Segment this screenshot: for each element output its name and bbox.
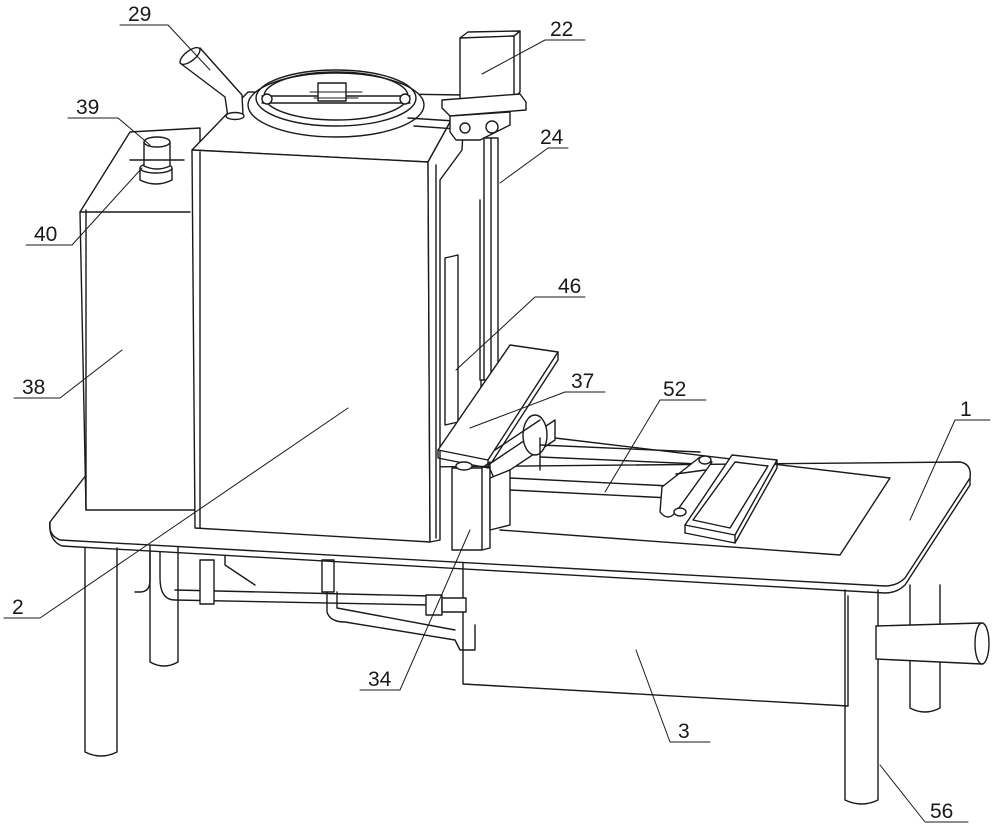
inlet-pipe: [179, 46, 245, 121]
lower-box: [462, 559, 849, 707]
main-tank: [191, 91, 466, 543]
label-46: 46: [558, 275, 581, 298]
label-29: 29: [128, 3, 151, 26]
slide-rails: [509, 437, 713, 518]
lifting-post: [451, 461, 511, 551]
stir-ring: [247, 69, 471, 138]
label-1: 1: [960, 398, 972, 421]
under-table-piping: [134, 551, 476, 651]
reference-labels: 29 39 40 38 2 22 24 46 37 52 1 34 3 56: [12, 3, 972, 823]
label-2: 2: [12, 596, 24, 619]
label-22: 22: [550, 18, 573, 41]
label-37: 37: [571, 370, 594, 393]
label-3: 3: [678, 720, 690, 743]
side-tank: [79, 127, 201, 511]
carriage-plate: [437, 344, 559, 481]
label-38: 38: [22, 376, 45, 399]
label-52: 52: [663, 378, 686, 401]
label-39: 39: [76, 96, 99, 119]
motor-assembly: [441, 30, 527, 141]
leader-lines: [3, 24, 991, 823]
tray-box: [684, 454, 778, 544]
label-40: 40: [34, 223, 57, 246]
label-56: 56: [930, 800, 953, 823]
table-legs: [84, 539, 941, 805]
label-34: 34: [368, 668, 392, 691]
label-24: 24: [540, 126, 564, 149]
outlet-pipe: [875, 622, 990, 665]
slide-plate: [499, 437, 891, 556]
